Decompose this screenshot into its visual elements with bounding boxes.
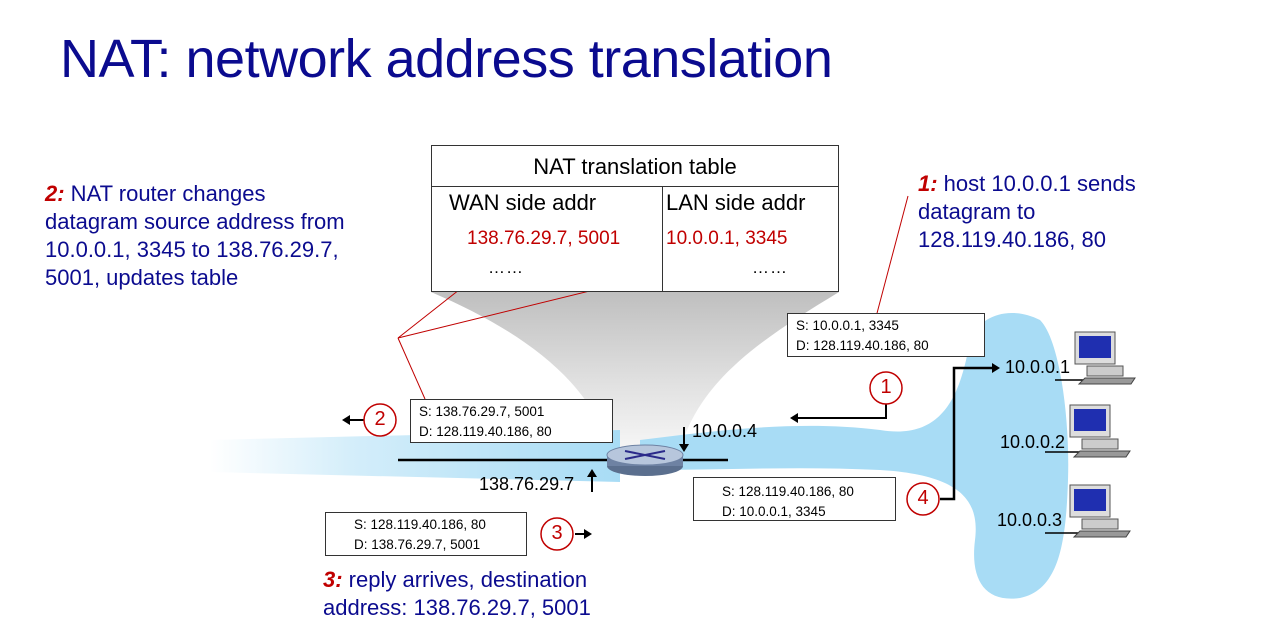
datagram-3: S: 128.119.40.186, 80 D: 138.76.29.7, 50… [325, 512, 527, 556]
wan-more-entries: …… [488, 258, 524, 277]
page-title: NAT: network address translation [60, 29, 833, 89]
datagram-destination: D: 10.0.0.1, 3345 [722, 504, 826, 519]
datagram-1: S: 10.0.0.1, 3345 D: 128.119.40.186, 80 [787, 313, 985, 357]
wan-cloud [210, 430, 620, 482]
nat-table-title: NAT translation table [533, 154, 737, 179]
host3-address: 10.0.0.3 [997, 510, 1063, 530]
table-divider [662, 186, 663, 292]
step2-note: 2: NAT router changes datagram source ad… [45, 180, 345, 292]
lan-entry: 10.0.0.1, 3345 [666, 228, 788, 249]
datagram-destination: D: 128.119.40.186, 80 [419, 424, 552, 439]
lan-more-entries: …… [752, 258, 788, 277]
step-number-1: 1 [880, 376, 892, 398]
computer-icon-2 [1069, 404, 1131, 458]
nat-translation-table: NAT translation table WAN side addr LAN … [431, 145, 839, 292]
step1-note: 1: host 10.0.0.1 sends datagram to 128.1… [918, 170, 1178, 254]
step2-label: 2: [45, 181, 65, 206]
computer-icon-3 [1069, 484, 1131, 538]
datagram-source: S: 128.119.40.186, 80 [354, 517, 486, 532]
datagram-2: S: 138.76.29.7, 5001 D: 128.119.40.186, … [410, 399, 613, 443]
datagram-source: S: 138.76.29.7, 5001 [419, 404, 545, 419]
host2-address: 10.0.0.2 [1000, 432, 1066, 452]
router-lan-address: 10.0.0.4 [692, 421, 758, 441]
computer-icon-1 [1074, 331, 1136, 385]
router-wan-address: 138.76.29.7 [479, 474, 575, 494]
table-divider [432, 186, 838, 187]
datagram-4: S: 128.119.40.186, 80 D: 10.0.0.1, 3345 [693, 477, 896, 521]
step3-text: reply arrives, destination address: 138.… [323, 567, 591, 620]
step1-text: host 10.0.0.1 sends datagram to 128.119.… [918, 171, 1136, 252]
lan-cloud [640, 312, 1069, 599]
datagram-destination: D: 138.76.29.7, 5001 [354, 537, 481, 552]
network-links [398, 366, 992, 501]
wan-entry: 138.76.29.7, 5001 [467, 228, 621, 249]
host1-address: 10.0.0.1 [1005, 357, 1071, 377]
datagram-destination: D: 128.119.40.186, 80 [796, 338, 929, 353]
datagram-source: S: 10.0.0.1, 3345 [796, 318, 899, 333]
step-number-3: 3 [551, 522, 563, 544]
step3-label: 3: [323, 567, 343, 592]
step2-text: NAT router changes datagram source addre… [45, 181, 345, 290]
router-icon [606, 444, 684, 476]
step-number-4: 4 [917, 487, 929, 509]
lan-column-header: LAN side addr [666, 190, 806, 215]
zoom-funnel [431, 292, 839, 450]
step-number-2: 2 [374, 408, 386, 430]
datagram-source: S: 128.119.40.186, 80 [722, 484, 854, 499]
step1-pointer-line [875, 195, 909, 318]
wan-column-header: WAN side addr [449, 190, 597, 215]
step1-label: 1: [918, 171, 938, 196]
step3-note: 3: reply arrives, destination address: 1… [323, 566, 653, 622]
step-circles [363, 371, 940, 551]
